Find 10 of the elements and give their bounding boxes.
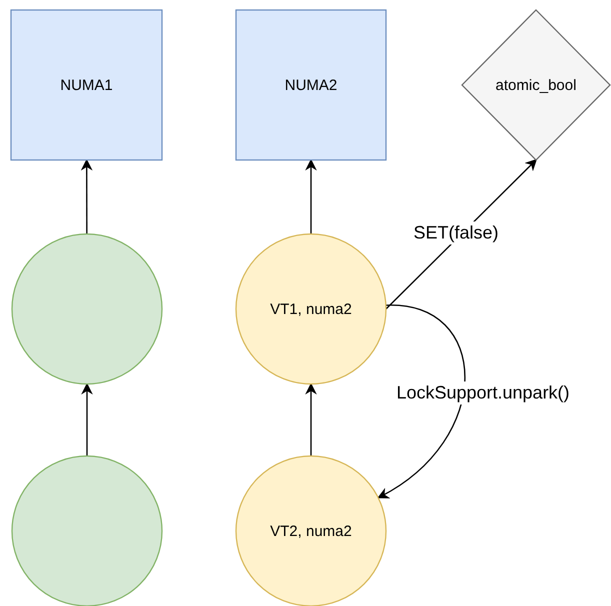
arrow [305,382,317,456]
node-label: NUMA1 [60,76,113,94]
node-label: NUMA2 [284,76,338,94]
arrow [80,158,93,234]
arrow [377,304,466,498]
arrow [305,158,317,234]
node-label: VT2, numa2 [270,522,352,540]
node-label: VT1, numa2 [270,300,352,318]
node-label: atomic_bool [496,76,576,94]
arrow [81,382,93,456]
